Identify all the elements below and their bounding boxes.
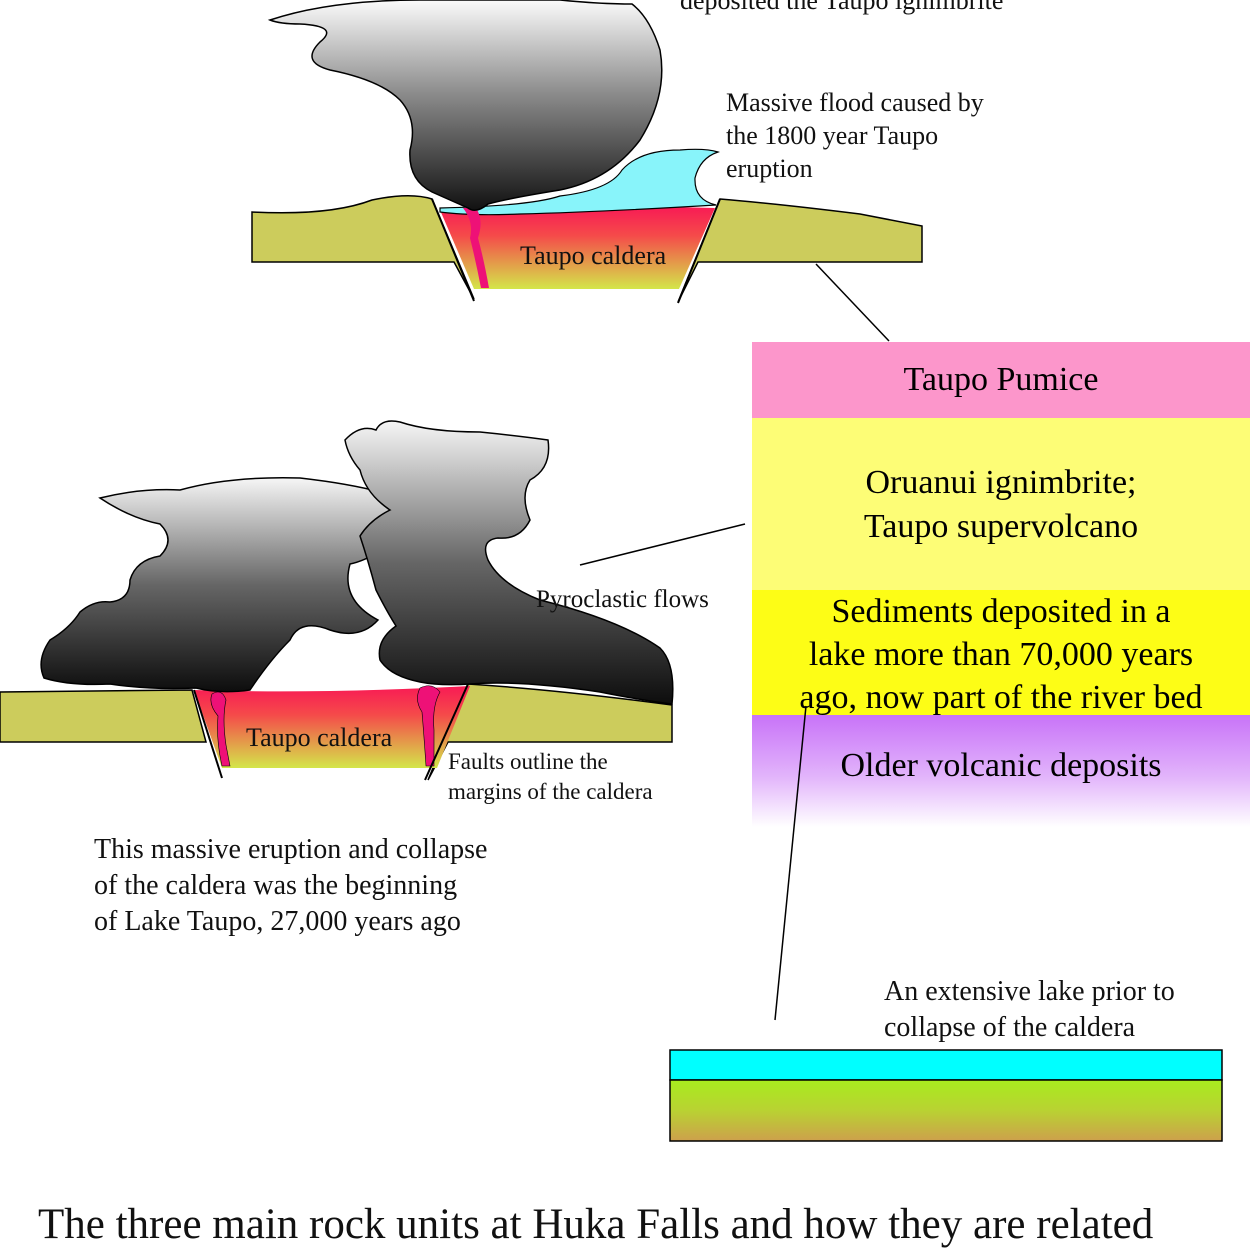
faults-caption: Faults outline the margins of the calder… xyxy=(448,749,653,804)
lake-block xyxy=(669,1049,1223,1142)
top-magma-conduit xyxy=(463,208,489,288)
mid-ash-cloud-right xyxy=(344,420,674,705)
top-eruption-scene xyxy=(251,0,923,342)
leader-to-sediments xyxy=(774,705,807,1021)
mid-fault-left xyxy=(193,689,223,779)
older-volcanic-label: Older volcanic deposits xyxy=(840,747,1162,784)
mid-caldera-fill xyxy=(194,686,470,768)
top-ground-left xyxy=(251,195,475,300)
mid-ground-left xyxy=(0,689,207,743)
eruption-caption: This massive eruption and collapse of th… xyxy=(94,834,488,937)
top-fault-left xyxy=(431,198,475,302)
mid-caldera-label: Taupo caldera xyxy=(246,723,393,752)
mid-ash-cloud-left xyxy=(40,477,411,693)
oruanui-label: Oruanui ignimbrite; Taupo supervolcano xyxy=(863,464,1139,545)
mid-ground-right xyxy=(427,683,673,781)
lake-caption: An extensive lake prior to collapse of t… xyxy=(884,976,1175,1043)
sediments-label: Sediments deposited in a lake more than … xyxy=(799,592,1203,716)
taupo-pumice-label: Taupo Pumice xyxy=(903,361,1099,398)
flood-water xyxy=(439,148,720,216)
leader-to-pumice xyxy=(815,263,890,342)
top-fault-right xyxy=(677,198,721,304)
layer-taupo-pumice xyxy=(752,342,1250,418)
top-ground-right xyxy=(677,198,923,303)
layer-sediments xyxy=(752,590,1250,715)
top-caldera-fill xyxy=(440,206,715,289)
leader-to-oruanui xyxy=(579,523,746,566)
flood-caption: Massive flood caused by the 1800 year Ta… xyxy=(726,88,984,183)
mid-fault-right xyxy=(424,683,469,781)
top-caption: deposited the Taupo ignimbrite xyxy=(680,0,1004,15)
lake-bed-layer xyxy=(669,1079,1223,1142)
layer-older-volcanic xyxy=(752,715,1250,827)
middle-eruption-scene xyxy=(0,420,746,781)
stratigraphic-column xyxy=(752,342,1250,1021)
top-ash-column xyxy=(267,0,663,211)
mid-magma-conduit-right xyxy=(417,685,441,767)
top-caldera-label: Taupo caldera xyxy=(520,241,667,270)
layer-oruanui xyxy=(752,418,1250,590)
pyroclastic-label: Pyroclastic flows xyxy=(536,586,709,613)
lake-water-layer xyxy=(669,1049,1223,1081)
mid-magma-conduit-left xyxy=(210,691,231,767)
diagram-title: The three main rock units at Huka Falls … xyxy=(38,1201,1154,1248)
